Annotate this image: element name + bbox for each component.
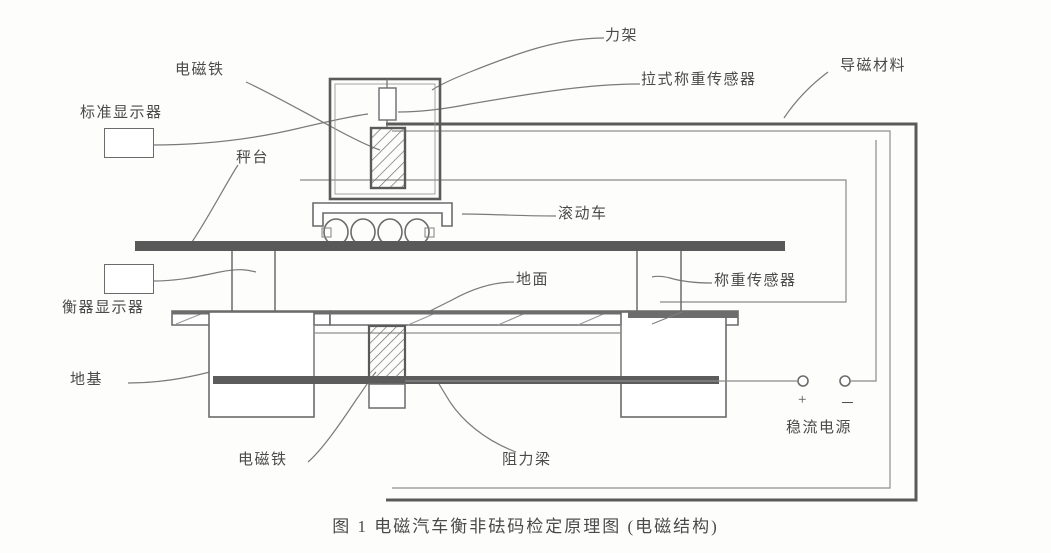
- label-magnetic-material: 导磁材料: [840, 58, 907, 74]
- label-weighing-indicator: 衡器显示器: [62, 300, 145, 316]
- leader-electromagnet-top: [245, 81, 381, 151]
- load-cell-elements: [628, 311, 738, 325]
- pit-cavity: [313, 325, 622, 381]
- label-resistance-beam: 阻力梁: [502, 452, 552, 468]
- label-tension-load-cell: 拉式称重传感器: [641, 72, 757, 88]
- label-scale-platform: 秤台: [236, 150, 270, 166]
- terminal-negative: [839, 375, 851, 387]
- magnetic-frame-inner-line: [392, 130, 891, 489]
- label-force-frame: 力架: [605, 28, 639, 44]
- leader-load-cell: [651, 275, 713, 284]
- leader-rolling-cart: [461, 213, 557, 217]
- label-electromagnet-top: 电磁铁: [175, 62, 225, 78]
- label-ground: 地面: [516, 272, 550, 288]
- label-load-cell: 称重传感器: [714, 273, 797, 289]
- label-terminal-plus: +: [798, 392, 807, 408]
- weighing-indicator-box[interactable]: [104, 264, 154, 294]
- leader-electromagnet-bottom: [307, 371, 377, 463]
- power-supply-terminals: [405, 140, 877, 387]
- leader-standard-indicator-wire: [151, 113, 369, 146]
- label-standard-indicator: 标准显示器: [80, 105, 163, 121]
- force-frame-box: [328, 77, 442, 201]
- leader-scale-platform: [191, 164, 239, 243]
- leader-force-frame: [431, 37, 605, 91]
- platform-support-columns: [231, 251, 682, 312]
- rolling-cart: [312, 202, 453, 246]
- leader-resistance-beam: [437, 381, 517, 453]
- standard-indicator-box[interactable]: [104, 128, 154, 158]
- magnetic-conductive-frame: [386, 122, 918, 502]
- label-foundation: 地基: [70, 372, 104, 388]
- foundation-right: [620, 311, 727, 418]
- label-rolling-cart: 滚动车: [558, 206, 608, 222]
- electromagnet-bottom-block: [367, 324, 407, 409]
- foundation-blocks: [208, 311, 727, 418]
- load-cell-signal-loop: [300, 179, 847, 303]
- label-power-supply: 稳流电源: [786, 420, 853, 436]
- leader-ground: [427, 281, 515, 313]
- leader-weighing-indicator-wire: [151, 269, 257, 282]
- leader-magnetic-material: [783, 71, 829, 119]
- leader-tension-load-cell: [397, 83, 641, 113]
- label-terminal-minus: －: [840, 396, 856, 412]
- foundation-left: [208, 311, 315, 418]
- label-electromagnet-bottom: 电磁铁: [238, 452, 288, 468]
- figure-caption: 图 1 电磁汽车衡非砝码检定原理图 (电磁结构): [332, 517, 719, 536]
- scale-platform-deck: [135, 241, 785, 251]
- electromagnet-top-block: [369, 126, 407, 190]
- tension-load-cell-element: [378, 79, 397, 128]
- leader-lines: [127, 37, 829, 463]
- resistance-beam: [213, 376, 719, 384]
- terminal-positive: [797, 375, 809, 387]
- cart-brackets: [321, 227, 435, 238]
